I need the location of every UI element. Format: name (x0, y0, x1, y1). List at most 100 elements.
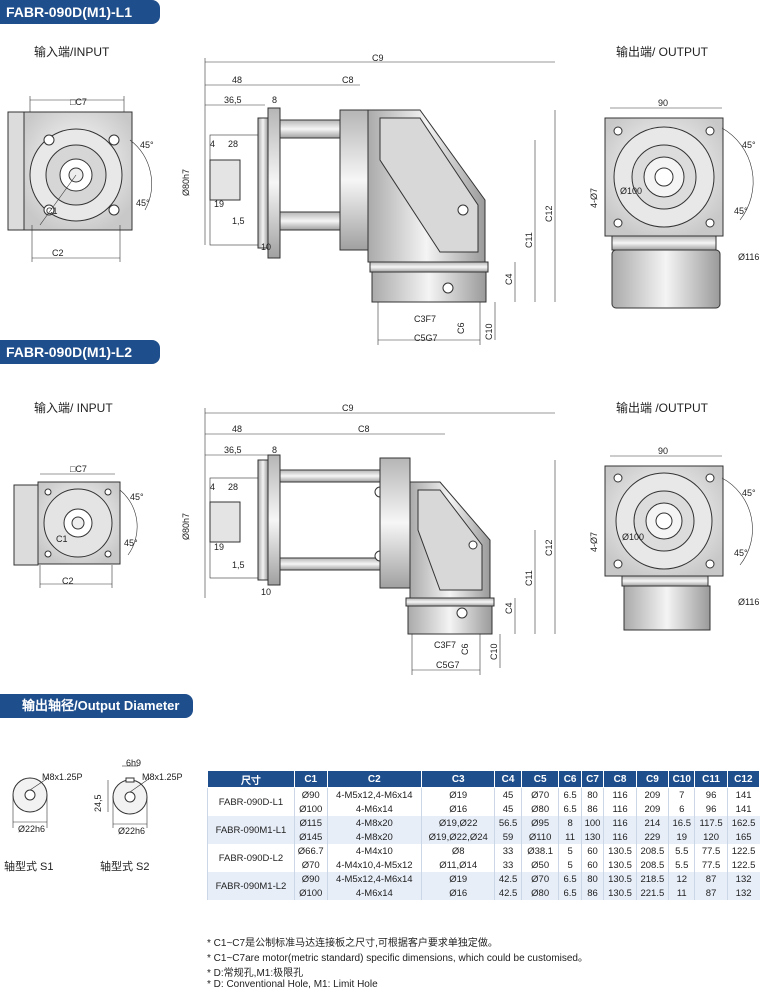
s2-c9-label: C9 (342, 403, 354, 413)
s1-c4-label: C4 (504, 273, 514, 285)
s1-28-label: 28 (228, 139, 239, 149)
s2-19-label: 19 (214, 542, 225, 552)
table-cell: 116 (603, 802, 637, 816)
table-cell: 130.5 (603, 886, 637, 900)
table-cell: 5.5 (668, 858, 695, 872)
table-cell: Ø16 (421, 802, 495, 816)
s2-4d7-label: 4-Ø7 (589, 531, 599, 552)
s2-c4-label: C4 (504, 602, 514, 614)
header-c4: C4 (494, 770, 522, 788)
s1-side-view (204, 58, 556, 345)
table-cell: Ø80 (520, 802, 559, 816)
table-cell: Ø38.1 (520, 844, 559, 858)
table-cell: 132 (726, 872, 760, 886)
table-cell: Ø90 (293, 787, 328, 802)
note-3: * D:常规孔,M1:极限孔 (207, 968, 304, 979)
spec-table: 尺寸 C1 C2 C3 C4 C5 C6 C7 C8 C9 C10 C11 C1… (207, 770, 760, 900)
table-cell: 130.5 (603, 844, 637, 858)
s2-90-label: 90 (658, 446, 669, 456)
table-cell: 16.5 (668, 816, 695, 830)
table-cell: 4-M8x20 (326, 830, 422, 844)
s2-4-label: 4 (210, 482, 216, 492)
section2-title: FABR-090D(M1)-L2 (0, 340, 160, 364)
table-cell: 87 (694, 872, 728, 886)
s2-15-label: 1,5 (232, 560, 245, 570)
table-cell: 33 (494, 844, 522, 858)
table-cell: Ø115 (293, 816, 328, 830)
s2-c5-label: C5G7 (436, 660, 460, 670)
s2-c12-label: C12 (544, 539, 554, 556)
table-cell: Ø90 (293, 872, 328, 886)
table-cell: 6.5 (558, 886, 582, 900)
s2-c6-label: C6 (460, 643, 470, 655)
table-cell: 60 (580, 858, 604, 872)
table-cell: 130.5 (603, 858, 637, 872)
header-c3: C3 (421, 770, 496, 788)
s1-c2-label: C2 (52, 248, 64, 258)
table-cell: 162.5 (726, 816, 760, 830)
table-cell: 116 (603, 830, 637, 844)
table-cell: Ø19,Ø22 (421, 816, 495, 830)
table-cell: 218.5 (635, 872, 669, 886)
table-cell: 80 (580, 787, 604, 802)
table-cell: 6.5 (558, 802, 582, 816)
table-cell: 80 (580, 872, 604, 886)
s2-out-angle-a: 45° (742, 488, 756, 498)
s1-c10-label: C10 (484, 323, 494, 340)
shaft-s1-label: 轴型式 S1 (4, 861, 54, 873)
table-cell: 208.5 (635, 844, 669, 858)
table-cell: 4-M4x10 (326, 844, 422, 858)
s2-c10-label: C10 (489, 643, 499, 660)
table-cell: Ø70 (520, 787, 559, 802)
header-c9: C9 (635, 770, 670, 788)
s2-10-label: 10 (261, 587, 272, 597)
table-cell: 5.5 (668, 844, 695, 858)
header-size: 尺寸 (207, 770, 295, 788)
table-cell: 8 (558, 816, 582, 830)
s1-4d7-label: 4-Ø7 (589, 187, 599, 208)
s1-output-label: 输出端/ OUTPUT (616, 45, 708, 59)
table-cell: 229 (635, 830, 669, 844)
header-c12: C12 (726, 770, 760, 788)
s2-48-label: 48 (232, 424, 243, 434)
table-cell: 4-M5x12,4-M6x14 (326, 787, 422, 802)
table-cell: 96 (694, 787, 728, 802)
s1-8-label: 8 (272, 95, 278, 105)
s2-c1-label: C1 (56, 534, 68, 544)
s2-365-label: 36,5 (224, 445, 242, 455)
table-cell: Ø16 (421, 886, 495, 900)
table-cell: Ø50 (520, 858, 559, 872)
table-cell: 221.5 (635, 886, 669, 900)
table-cell: Ø19 (421, 787, 495, 802)
table-cell: 4-M4x10,4-M5x12 (326, 858, 422, 872)
table-cell: 165 (726, 830, 760, 844)
shaft-s2-drawing (107, 765, 151, 828)
s1-angle-label-a: 45° (140, 140, 154, 150)
s1-input-label: 输入端/INPUT (34, 45, 110, 59)
s1-10-label: 10 (261, 242, 272, 252)
s2-output-label: 输出端 /OUTPUT (616, 401, 708, 415)
table-cell: 130 (580, 830, 604, 844)
table-cell: Ø145 (293, 830, 328, 844)
table-cell: 7 (668, 787, 695, 802)
table-cell: 77.5 (694, 858, 728, 872)
table-model-cell: FABR-090D-L1 (207, 787, 295, 816)
table-cell: 209 (635, 787, 669, 802)
s1-15-label: 1,5 (232, 216, 245, 226)
table-cell: 5 (558, 858, 582, 872)
table-cell: Ø100 (293, 886, 328, 900)
s2-28-label: 28 (228, 482, 239, 492)
table-cell: 209 (635, 802, 669, 816)
s2-c3-label: C3F7 (434, 640, 457, 650)
table-cell: 5 (558, 844, 582, 858)
table-cell: 214 (635, 816, 669, 830)
table-cell: 141 (726, 787, 760, 802)
table-cell: Ø19 (421, 872, 495, 886)
table-cell: 42.5 (494, 886, 522, 900)
shaft-s1-drawing (12, 777, 49, 828)
s1-output-view (604, 107, 754, 309)
table-cell: 45 (494, 802, 522, 816)
table-cell: 96 (694, 802, 728, 816)
